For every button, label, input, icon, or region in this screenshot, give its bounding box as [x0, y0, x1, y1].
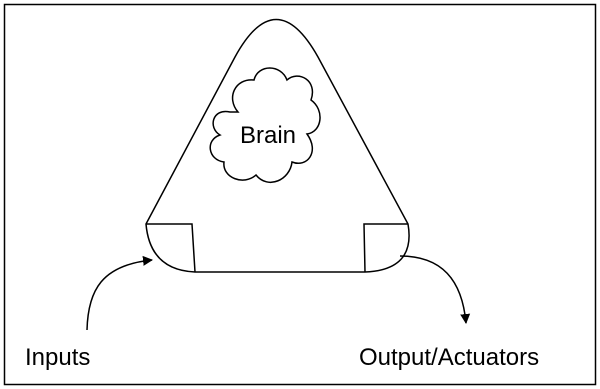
diagram-border [3, 3, 597, 386]
outputs-label: Output/Actuators [359, 344, 540, 371]
input-sensor [146, 223, 196, 273]
brain-cloud [209, 67, 321, 183]
inputs-label: Inputs [25, 344, 91, 371]
output-arrow [399, 255, 471, 324]
brain-label: Brain [240, 122, 297, 149]
input-arrow [86, 255, 153, 331]
output-actuator [363, 223, 408, 273]
